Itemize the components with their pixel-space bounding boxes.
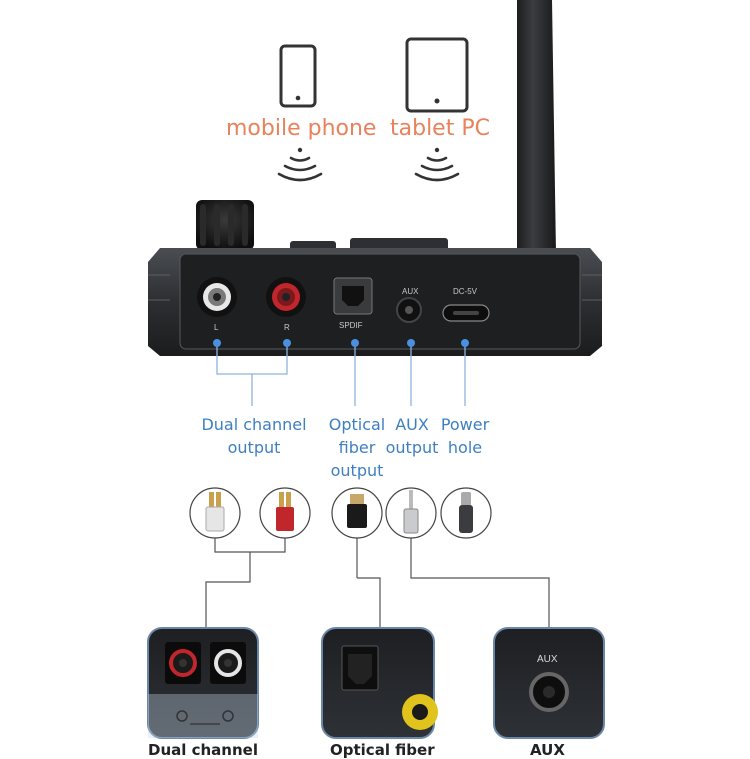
caption-optical-fiber: Optical fiber — [330, 741, 435, 759]
volume-knob[interactable] — [196, 200, 254, 250]
caption-dual-channel: Dual channel — [148, 741, 258, 759]
port-tag-spdif: SPDIF — [339, 321, 363, 330]
power-hole-label: Power hole — [436, 413, 494, 459]
wireless-signal-icon — [414, 147, 460, 182]
optical-plug-icon — [331, 487, 383, 539]
rca-left-jack[interactable] — [197, 277, 237, 317]
optical-port[interactable] — [333, 277, 373, 315]
dual-channel-line-1: Dual channel — [201, 415, 307, 434]
aux-port[interactable] — [396, 297, 422, 323]
connector-lines — [216, 343, 466, 406]
power-line-1: Power — [440, 415, 490, 434]
power-line-2: hole — [447, 438, 483, 457]
port-tag-left: L — [214, 323, 219, 332]
dual-channel-line-2: output — [227, 438, 281, 457]
optical-line-1: Optical — [328, 415, 386, 434]
usb-c-port[interactable] — [442, 304, 490, 322]
port-tag-aux: AUX — [402, 287, 419, 296]
port-tag-right: R — [284, 323, 290, 332]
optical-line-2: fiber — [338, 438, 376, 457]
optical-fiber-output-label: Optical fiber output — [325, 413, 389, 482]
dual-channel-output-label: Dual channel output — [193, 413, 315, 459]
tablet-icon — [405, 37, 469, 113]
aux-plug-icon — [385, 487, 437, 539]
port-tag-dc: DC-5V — [453, 287, 478, 296]
aux-device-thumbnail — [493, 627, 605, 739]
mobile-phone-label: mobile phone — [226, 116, 377, 141]
cable-lines — [205, 538, 550, 628]
aux-device-tag: AUX — [537, 654, 558, 665]
amplifier-device-thumbnail — [147, 627, 259, 739]
wireless-signal-icon — [277, 147, 323, 182]
receiver-case — [148, 248, 602, 356]
optical-device-thumbnail — [321, 627, 438, 739]
rca-plug-icon — [189, 487, 241, 539]
aux-output-label: AUX output — [382, 413, 442, 459]
tablet-pc-label: tablet PC — [390, 116, 490, 141]
aux-line-2: output — [385, 438, 439, 457]
rca-plug-icon — [259, 487, 311, 539]
usb-c-plug-icon — [440, 487, 492, 539]
rca-right-jack[interactable] — [266, 277, 306, 317]
smartphone-icon — [279, 44, 317, 108]
aux-line-1: AUX — [395, 415, 429, 434]
port-dots — [213, 339, 469, 347]
optical-line-3: output — [330, 461, 384, 480]
caption-aux: AUX — [530, 741, 565, 759]
